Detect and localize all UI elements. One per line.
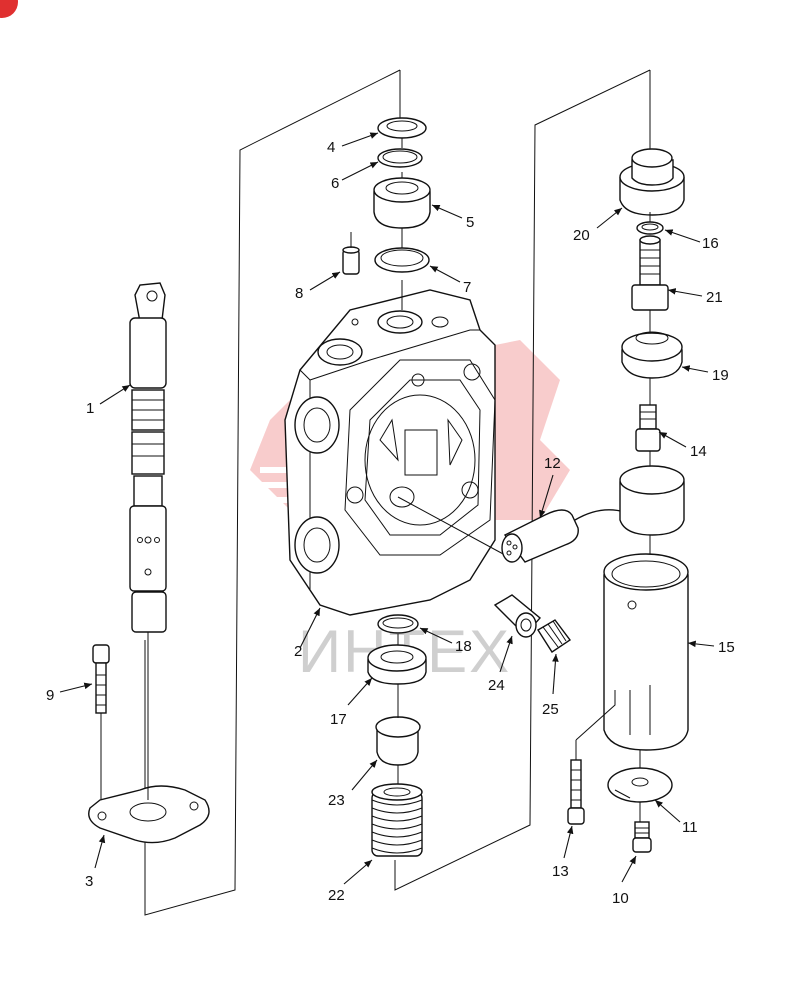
bolt-part-9 bbox=[92, 644, 110, 714]
part-label-18: 18 bbox=[455, 638, 472, 655]
sleeve-part-5 bbox=[373, 177, 431, 229]
corner-badge-icon bbox=[0, 0, 18, 18]
part-label-3: 3 bbox=[85, 873, 93, 890]
valve-body-part bbox=[284, 289, 506, 616]
part-label-14: 14 bbox=[690, 443, 707, 460]
part-label-6: 6 bbox=[331, 175, 339, 192]
center-frame-line bbox=[144, 69, 401, 916]
plug-part-23 bbox=[375, 716, 421, 766]
leader-lines bbox=[59, 132, 715, 885]
part-label-2: 2 bbox=[294, 643, 302, 660]
part-label-16: 16 bbox=[702, 235, 719, 252]
coil-cap-part bbox=[619, 465, 685, 536]
plug-part-24 bbox=[493, 594, 542, 638]
part-label-13: 13 bbox=[552, 863, 569, 880]
sleeve-part-17 bbox=[367, 644, 427, 685]
part-label-7: 7 bbox=[463, 279, 471, 296]
part-label-22: 22 bbox=[328, 887, 345, 904]
plate-part-11 bbox=[607, 767, 673, 803]
part-label-23: 23 bbox=[328, 792, 345, 809]
pin-part-8 bbox=[342, 232, 360, 275]
part-label-1: 1 bbox=[86, 400, 94, 417]
spool-part bbox=[129, 282, 167, 633]
part-label-8: 8 bbox=[295, 285, 303, 302]
part-label-21: 21 bbox=[706, 289, 723, 306]
flange-plate-part bbox=[88, 785, 210, 844]
part-label-4: 4 bbox=[327, 139, 335, 156]
ring-part-6 bbox=[377, 148, 423, 168]
bolt-part-13 bbox=[567, 759, 585, 825]
part-label-17: 17 bbox=[330, 711, 347, 728]
part-label-5: 5 bbox=[466, 214, 474, 231]
part-label-11: 11 bbox=[682, 819, 698, 836]
spring-part-25 bbox=[537, 619, 572, 653]
ring-part-7 bbox=[374, 247, 430, 273]
ring-part-18 bbox=[377, 614, 419, 634]
part-label-15: 15 bbox=[718, 639, 735, 656]
stem-part-21 bbox=[631, 235, 669, 311]
ring-part-4 bbox=[377, 117, 427, 139]
pin-part-14 bbox=[635, 404, 661, 452]
housing-part-15 bbox=[603, 553, 689, 751]
cap-part-20 bbox=[619, 148, 685, 216]
part-label-19: 19 bbox=[712, 367, 729, 384]
part-label-12: 12 bbox=[544, 455, 561, 472]
part-label-10: 10 bbox=[612, 890, 629, 907]
ring-part-16 bbox=[636, 221, 664, 235]
nut-part-19 bbox=[621, 331, 683, 379]
spring-part-22 bbox=[371, 783, 423, 857]
part-label-9: 9 bbox=[46, 687, 54, 704]
part-label-20: 20 bbox=[573, 227, 590, 244]
part-label-24: 24 bbox=[488, 677, 505, 694]
bolt-part-10 bbox=[632, 821, 652, 853]
part-label-25: 25 bbox=[542, 701, 559, 718]
right-frame-line bbox=[394, 69, 651, 891]
part-number-labels: 1 2 3 4 5 6 7 8 9 10 11 12 13 14 15 16 1… bbox=[46, 139, 735, 907]
